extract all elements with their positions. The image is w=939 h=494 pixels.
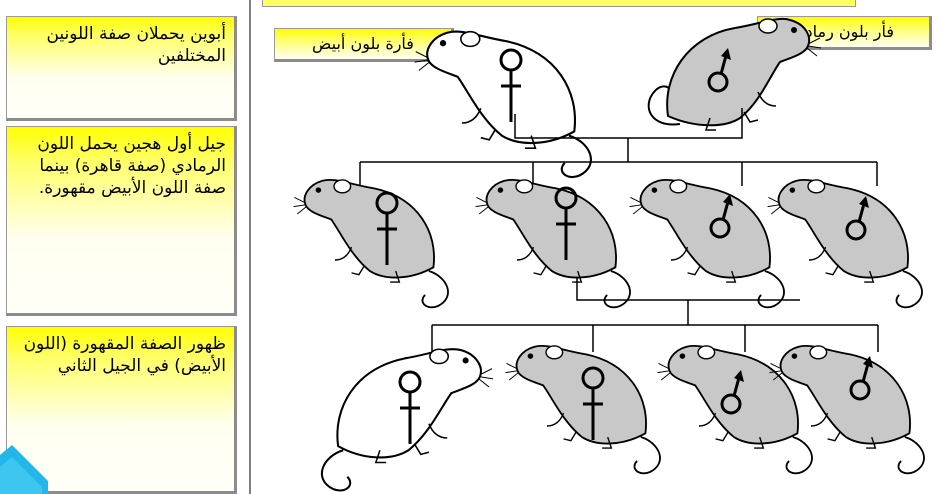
- corner-accent: [0, 445, 48, 494]
- parent-male-mouse: [647, 17, 822, 132]
- top-banner-edge: [262, 0, 856, 7]
- notes-column: أبوين يحملان صفة اللونين المختلفين جيل أ…: [0, 0, 251, 494]
- note-first-generation: جيل أول هجين يحمل اللون الرمادي (صفة قاه…: [6, 126, 237, 316]
- note-first-generation-text: جيل أول هجين يحمل اللون الرمادي (صفة قاه…: [37, 134, 226, 198]
- female-parent-label-text: فأرة بلون أبيض: [312, 34, 414, 53]
- note-second-generation-text: ظهور الصفة المقهورة (اللون الأبيض) في ال…: [23, 334, 226, 376]
- note-second-generation: ظهور الصفة المقهورة (اللون الأبيض) في ال…: [6, 326, 237, 494]
- f1-mouse-3: [628, 178, 785, 309]
- f2-mouse-2: [504, 344, 661, 475]
- f1-mouse-2: [474, 178, 631, 309]
- f1-mouse-4: [766, 178, 923, 309]
- parent-connector: [359, 108, 878, 190]
- f1-mouse-1: [292, 178, 449, 309]
- f2-mouse-1-white: [320, 348, 495, 492]
- male-parent-label: فأر بلون رمادي: [757, 16, 932, 50]
- note-parents: أبوين يحملان صفة اللونين المختلفين: [6, 16, 237, 121]
- f1-connector: [431, 278, 879, 356]
- note-parents-text: أبوين يحملان صفة اللونين المختلفين: [46, 24, 226, 66]
- male-parent-label-text: فأر بلون رمادي: [792, 22, 894, 41]
